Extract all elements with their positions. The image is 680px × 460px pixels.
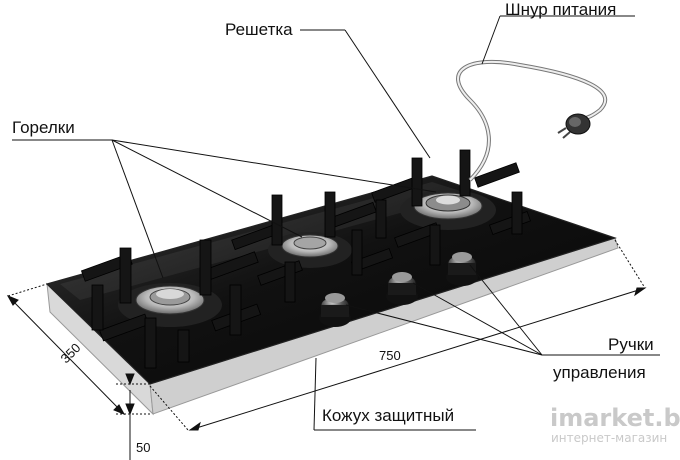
dimension-height: 50: [136, 440, 150, 455]
control-knob-3: [446, 252, 478, 286]
burner-left: [118, 283, 222, 327]
burner-middle: [268, 232, 352, 268]
watermark-brand: imarket.by: [550, 404, 680, 432]
dimension-depth: 350: [58, 340, 84, 366]
burner-right: [400, 190, 496, 230]
dimension-lines: [6, 239, 647, 460]
label-power-cord: Шнур питания: [505, 0, 616, 19]
label-burners: Горелки: [12, 118, 75, 137]
watermark-tagline: интернет-магазин: [551, 431, 667, 445]
label-knobs-line1: Ручки: [608, 335, 654, 354]
power-cord: [456, 60, 608, 182]
grate-right: [371, 149, 532, 266]
control-knob-1: [319, 293, 351, 327]
label-knobs-line2: управления: [553, 363, 646, 382]
grate-left: [80, 239, 262, 369]
label-grate: Решетка: [225, 20, 293, 39]
power-plug-icon: [557, 113, 591, 139]
grate-middle: [231, 191, 394, 303]
dimension-width: 750: [379, 348, 401, 363]
label-casing: Кожух защитный: [322, 406, 454, 425]
leader-lines: [12, 15, 660, 431]
control-knob-2: [386, 272, 418, 305]
